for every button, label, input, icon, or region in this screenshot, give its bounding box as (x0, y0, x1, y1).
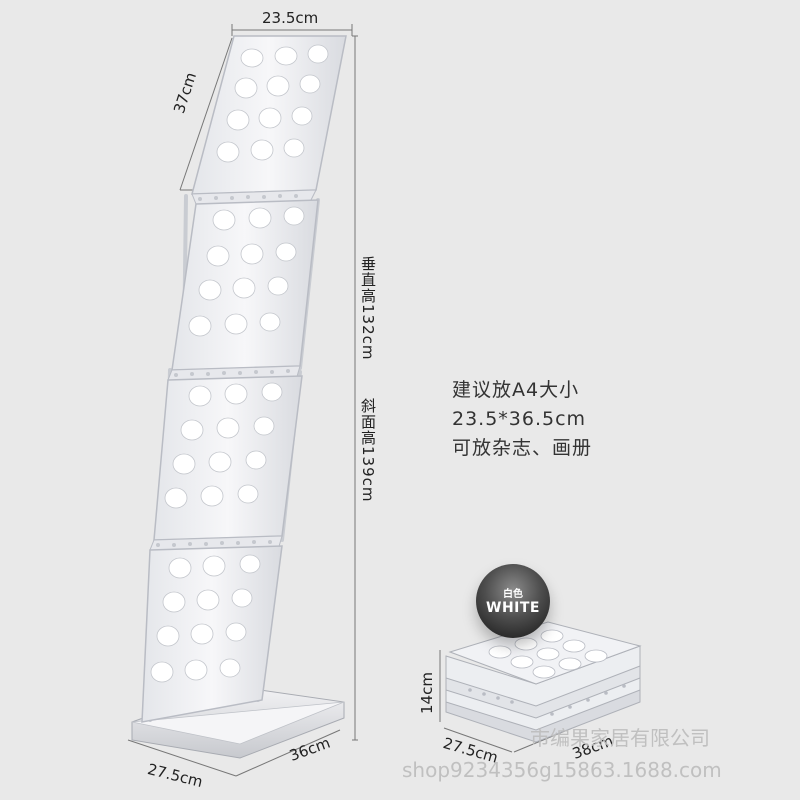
watermark-company: 市编果家居有限公司 (530, 726, 710, 750)
color-badge-en: WHITE (486, 600, 540, 616)
rack-panels (141, 35, 347, 723)
vertical-height-label: 垂直高132cm (359, 256, 377, 361)
color-badge: 白色 WHITE (476, 564, 550, 638)
top-width-label: 23.5cm (262, 9, 319, 27)
folded-rack (445, 621, 642, 743)
info-line-2: 23.5*36.5cm (452, 408, 587, 430)
folded-height-label: 14cm (418, 672, 436, 714)
info-line-1: 建议放A4大小 (452, 379, 580, 401)
slope-height-label: 斜面高139cm (359, 398, 377, 503)
size-recommendation: 建议放A4大小 23.5*36.5cm 可放杂志、画册 (452, 376, 592, 463)
watermark-shop: shop9234356g15863.1688.com (402, 758, 722, 782)
info-line-3: 可放杂志、画册 (452, 437, 593, 459)
color-badge-cn: 白色 (503, 589, 523, 600)
